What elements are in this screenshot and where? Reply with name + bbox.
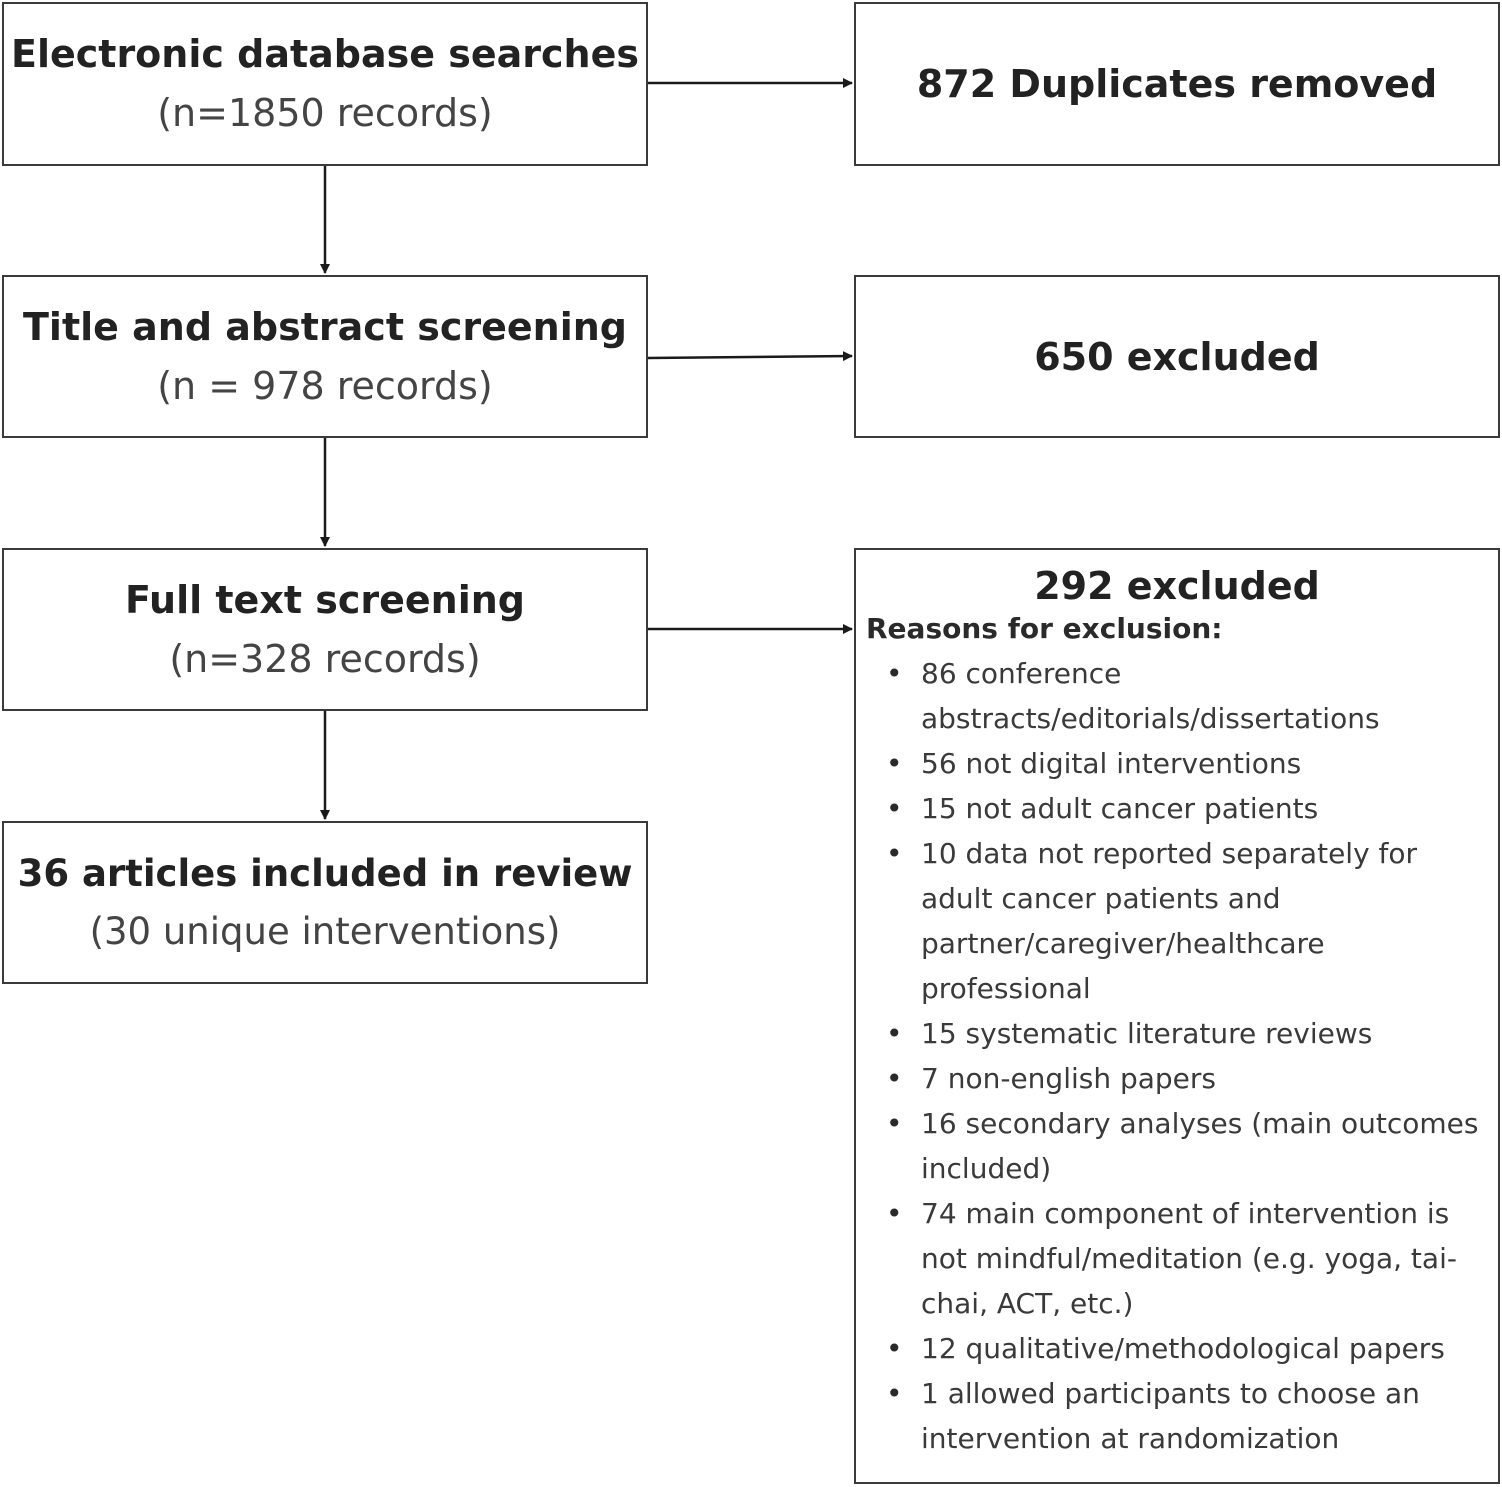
excluded-2-text: 292 excluded (1034, 564, 1320, 608)
reasons-heading: Reasons for exclusion: (866, 612, 1223, 645)
reason-text: 15 not adult cancer patients (921, 792, 1319, 825)
included-count: (30 unique interventions) (89, 909, 561, 953)
duplicates-box: 872 Duplicates removed (854, 2, 1500, 166)
reason-item: • 10 data not reported separately for adu… (866, 831, 1488, 1011)
reason-text: 74 main component of intervention is not… (921, 1197, 1457, 1320)
reason-item: • 12 qualitative/methodological papers (866, 1326, 1488, 1371)
excluded-box-2: 292 excluded Reasons for exclusion: • 86 … (854, 548, 1500, 1484)
reason-text: 15 systematic literature reviews (921, 1017, 1373, 1050)
bullet-icon: • (886, 1377, 903, 1410)
search-title: Electronic database searches (11, 32, 639, 77)
reason-item: • 15 not adult cancer patients (866, 786, 1488, 831)
bullet-icon: • (886, 657, 903, 690)
title-abstract-box: Title and abstract screening (n = 978 re… (2, 275, 648, 438)
full-text-title: Full text screening (124, 577, 525, 622)
reason-item: • 15 systematic literature reviews (866, 1011, 1488, 1056)
bullet-icon: • (886, 747, 903, 780)
arrow-screening-to-excluded (647, 351, 853, 362)
included-box: 36 articles included in review (30 uniqu… (2, 821, 648, 984)
bullet-icon: • (886, 1332, 903, 1365)
reason-item: • 7 non-english papers (866, 1056, 1488, 1101)
reason-text: 56 not digital interventions (921, 747, 1302, 780)
included-title: 36 articles included in review (17, 852, 633, 896)
reason-item: • 16 secondary analyses (main outcomes in… (866, 1101, 1488, 1191)
bullet-icon: • (886, 1017, 903, 1050)
reason-item: • 74 main component of intervention is no… (866, 1191, 1488, 1326)
bullet-icon: • (886, 1107, 903, 1140)
full-text-count: (n=328 records) (169, 636, 481, 681)
full-text-box: Full text screening (n=328 records) (2, 548, 648, 711)
reason-text: 7 non-english papers (921, 1062, 1217, 1095)
reason-item: • 86 conference abstracts/editorials/diss… (866, 651, 1488, 741)
search-count: (n=1850 records) (157, 91, 493, 135)
bullet-icon: • (886, 1197, 903, 1230)
excluded-1-text: 650 excluded (1034, 334, 1320, 379)
reasons-list: • 86 conference abstracts/editorials/diss… (866, 651, 1488, 1461)
title-abstract-title: Title and abstract screening (23, 304, 627, 349)
reason-text: 12 qualitative/methodological papers (921, 1332, 1445, 1365)
bullet-icon: • (886, 792, 903, 825)
duplicates-text: 872 Duplicates removed (916, 62, 1438, 106)
excluded-box-1: 650 excluded (854, 275, 1500, 438)
reason-text: 86 conference abstracts/editorials/disse… (921, 657, 1380, 735)
reason-item: • 56 not digital interventions (866, 741, 1488, 786)
reason-text: 1 allowed participants to choose an inte… (921, 1377, 1420, 1455)
reason-text: 16 secondary analyses (main outcomes inc… (921, 1107, 1479, 1185)
bullet-icon: • (886, 1062, 903, 1095)
title-abstract-count: (n = 978 records) (157, 363, 493, 408)
reason-item: • 1 allowed participants to choose an int… (866, 1371, 1488, 1461)
search-box: Electronic database searches (n=1850 rec… (2, 2, 648, 166)
bullet-icon: • (886, 837, 903, 870)
reason-text: 10 data not reported separately for adul… (921, 837, 1418, 1005)
